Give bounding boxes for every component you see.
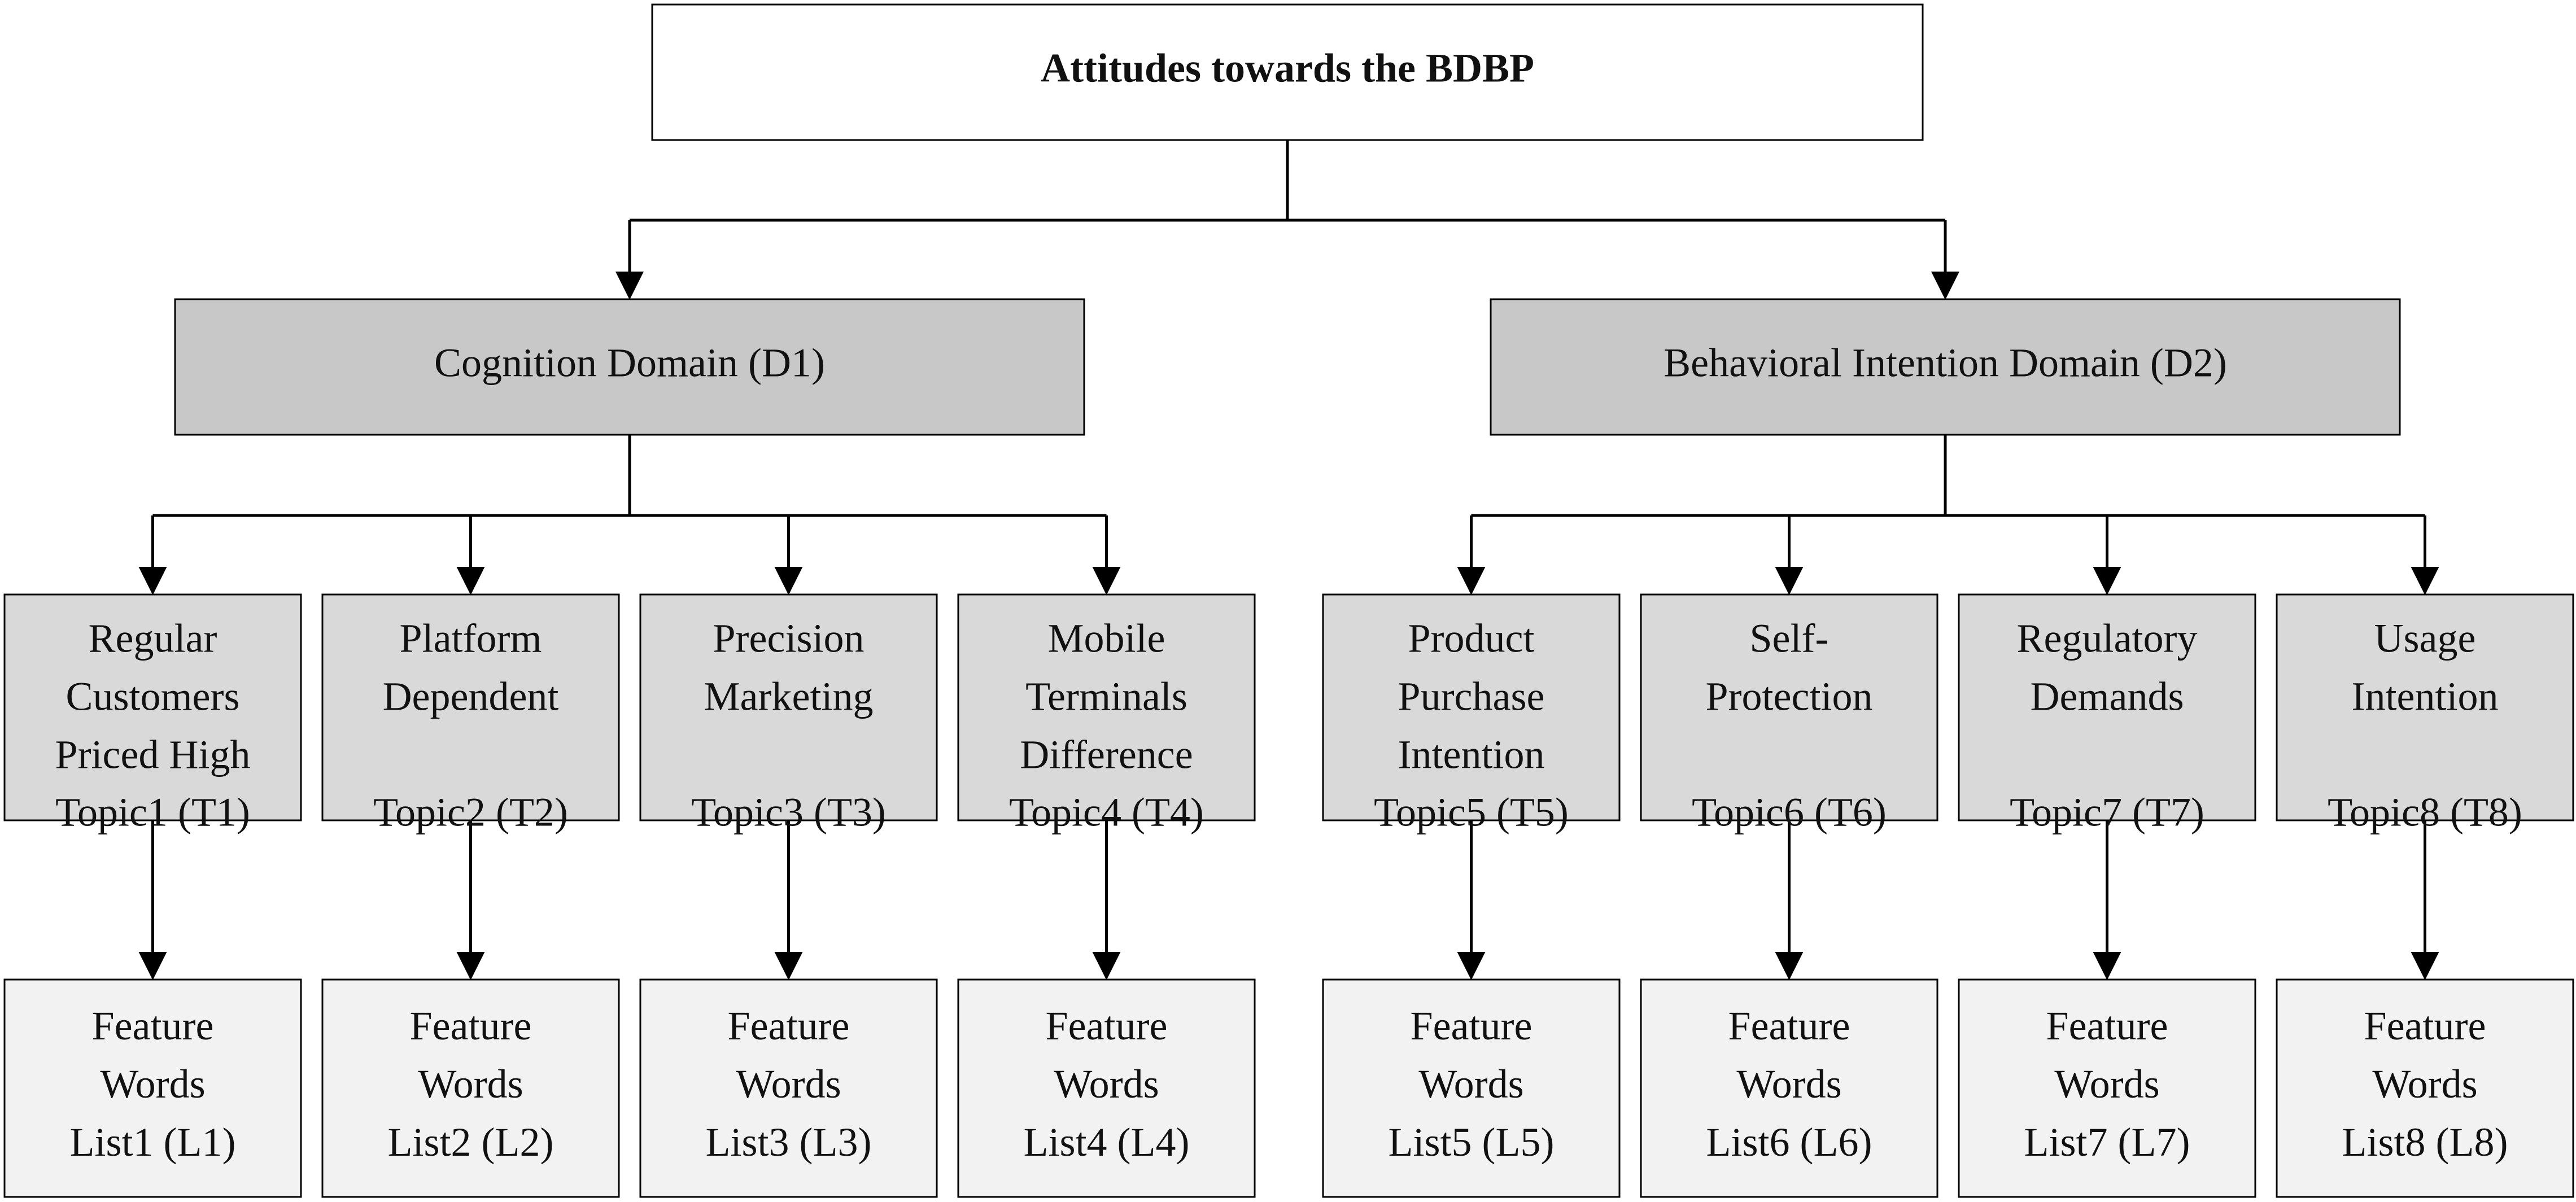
feature-list-node-1-line: Words — [100, 1061, 205, 1107]
feature-list-node-5-line: Words — [1418, 1061, 1523, 1107]
topic-node-8-line: Topic8 (T8) — [2328, 790, 2522, 835]
feature-list-node-6-line: Feature — [1728, 1003, 1850, 1048]
topic-node-3-line: Topic3 (T3) — [691, 790, 886, 835]
topic-node-5-line: Product — [1408, 616, 1535, 661]
topic-node-5-line: Intention — [1398, 732, 1545, 777]
topic-node-5-line: Topic5 (T5) — [1374, 790, 1569, 835]
topic-node-4-line: Mobile — [1048, 616, 1165, 661]
topic-node-1-line: Regular — [89, 616, 217, 661]
feature-list-node-2-line: Words — [418, 1061, 523, 1107]
feature-list-node-7-line: Words — [2054, 1061, 2159, 1107]
topic-node-7-line: Regulatory — [2017, 616, 2198, 661]
feature-list-node-8-frame — [2276, 978, 2574, 1198]
topic-node-1-line: Customers — [66, 674, 239, 719]
feature-list-node-5-line: List5 (L5) — [1389, 1120, 1555, 1165]
feature-list-node-5-line: Feature — [1411, 1003, 1532, 1048]
root-node-frame — [651, 3, 1924, 141]
topic-node-3-frame — [639, 593, 938, 821]
connectors — [138, 140, 2439, 980]
domain-node-2: Behavioral Intention Domain (D2) — [1490, 298, 2401, 436]
topic-node-6-frame — [1640, 593, 1938, 821]
topic-node-5-line: Purchase — [1398, 674, 1545, 719]
feature-list-node-4-line: Words — [1054, 1061, 1159, 1107]
feature-list-node-1-frame — [3, 978, 302, 1198]
topic-node-7-frame — [1958, 593, 2256, 821]
feature-list-node-6-line: List6 (L6) — [1706, 1120, 1872, 1165]
feature-list-node-4-line: Feature — [1046, 1003, 1168, 1048]
root-node-line: Attitudes towards the BDBP — [1041, 46, 1534, 91]
topic-node-8-frame — [2276, 593, 2574, 821]
domain-node-2-frame — [1490, 298, 2401, 436]
domain-node-1: Cognition Domain (D1) — [174, 298, 1085, 436]
topic-node-4-frame — [957, 593, 1256, 821]
feature-list-node-2-frame — [321, 978, 620, 1198]
feature-list-node-6-frame — [1640, 978, 1938, 1198]
domain-node-2-line: Behavioral Intention Domain (D2) — [1664, 340, 2227, 386]
feature-list-node-3-line: List3 (L3) — [706, 1120, 872, 1165]
feature-list-node-7-frame — [1958, 978, 2256, 1198]
topic-node-7-line: Topic7 (T7) — [2010, 790, 2204, 835]
feature-list-node-8-line: List8 (L8) — [2342, 1120, 2508, 1165]
feature-list-node-3-line: Feature — [728, 1003, 850, 1048]
root-node: Attitudes towards the BDBP — [651, 3, 1924, 141]
topic-node-8-line: Usage — [2374, 616, 2476, 661]
feature-list-node-3-line: Words — [736, 1061, 841, 1107]
feature-list-node-4-frame — [957, 978, 1256, 1198]
feature-list-node-8-line: Feature — [2364, 1003, 2486, 1048]
feature-list-node-2-line: List2 (L2) — [388, 1120, 554, 1165]
topic-node-8-line: Intention — [2352, 674, 2499, 719]
topic-node-6-line: Topic6 (T6) — [1692, 790, 1887, 835]
feature-list-node-4-line: List4 (L4) — [1024, 1120, 1190, 1165]
topic-node-7-line: Demands — [2031, 674, 2184, 719]
feature-list-node-1-line: Feature — [92, 1003, 214, 1048]
domain-node-1-line: Cognition Domain (D1) — [434, 340, 825, 386]
topic-node-4-line: Terminals — [1025, 674, 1187, 719]
feature-list-node-6-line: Words — [1736, 1061, 1841, 1107]
nodes: Attitudes towards the BDBP Cognition Doma… — [3, 3, 2574, 1198]
feature-list-node-3-frame — [639, 978, 938, 1198]
topic-node-2-frame — [321, 593, 620, 821]
topic-node-6-line: Self- — [1750, 616, 1829, 661]
topic-node-1-line: Priced High — [55, 732, 251, 777]
topic-node-1-line: Topic1 (T1) — [55, 790, 250, 835]
topic-node-4-line: Difference — [1020, 732, 1193, 777]
topic-node-6-line: Protection — [1706, 674, 1873, 719]
feature-list-node-5-frame — [1322, 978, 1621, 1198]
feature-list-node-1-line: List1 (L1) — [70, 1120, 236, 1165]
feature-list-node-2-line: Feature — [410, 1003, 532, 1048]
topic-node-5-frame — [1322, 593, 1621, 821]
topic-node-2-line: Dependent — [383, 674, 559, 719]
feature-list-node-7-line: List7 (L7) — [2024, 1120, 2190, 1165]
topic-node-3-line: Precision — [713, 616, 865, 661]
topic-node-1-frame — [3, 593, 302, 821]
feature-list-node-8-line: Words — [2372, 1061, 2477, 1107]
feature-list-node-7-line: Feature — [2046, 1003, 2168, 1048]
topic-node-3-line: Marketing — [704, 674, 874, 719]
topic-node-4-line: Topic4 (T4) — [1009, 790, 1204, 835]
topic-node-2-line: Platform — [400, 616, 542, 661]
topic-node-2-line: Topic2 (T2) — [373, 790, 568, 835]
domain-node-1-frame — [174, 298, 1085, 436]
